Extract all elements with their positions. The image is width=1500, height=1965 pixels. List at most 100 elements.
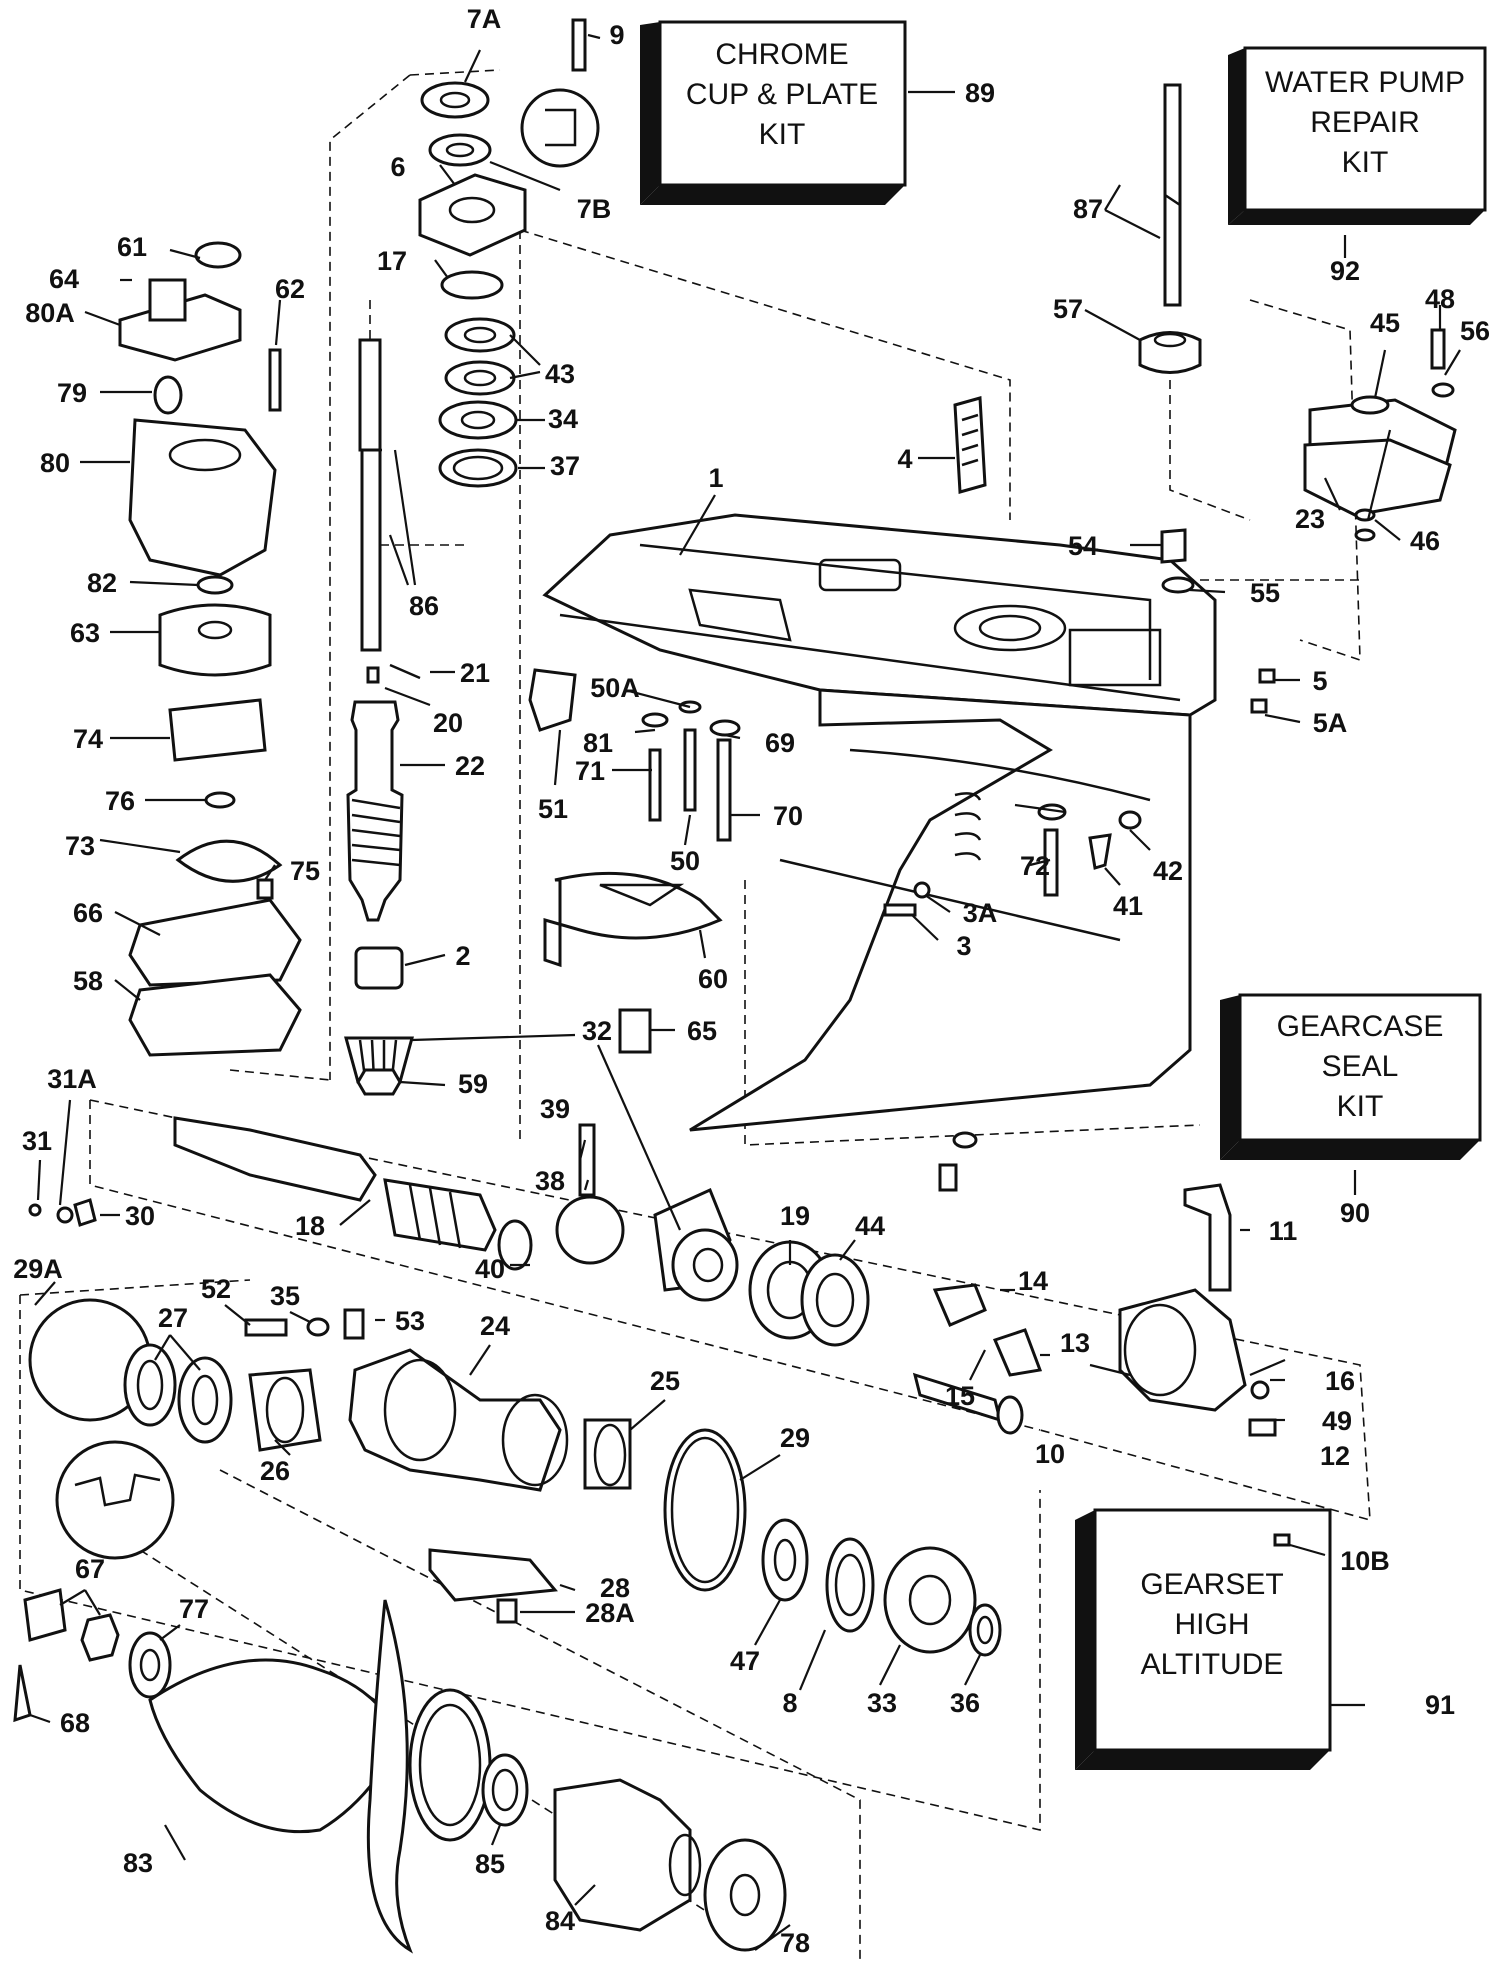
callout-38: 38	[535, 1166, 565, 1196]
callout-83: 83	[123, 1848, 153, 1878]
kit-text-line: REPAIR	[1310, 106, 1419, 139]
callout-8: 8	[782, 1688, 797, 1718]
callout-43: 43	[545, 359, 575, 389]
callout-62: 62	[275, 274, 305, 304]
callout-75: 75	[290, 856, 320, 886]
kit-text-line: KIT	[1342, 146, 1389, 179]
callout-4: 4	[897, 444, 912, 474]
callout-64: 64	[49, 264, 79, 294]
callout-9: 9	[609, 20, 624, 50]
callout-80: 80	[40, 448, 70, 478]
callout-18: 18	[295, 1211, 325, 1241]
callout-63: 63	[70, 618, 100, 648]
water-pump-assembly	[118, 241, 302, 1057]
callout-66: 66	[73, 898, 103, 928]
callout-40: 40	[475, 1254, 505, 1284]
callout-29A: 29A	[13, 1254, 63, 1284]
callout-7A: 7A	[467, 4, 502, 34]
kit-text-line: HIGH	[1175, 1608, 1250, 1641]
shim-stack	[418, 18, 600, 488]
callout-52: 52	[201, 1274, 231, 1304]
callout-69: 69	[765, 728, 795, 758]
callout-44: 44	[855, 1211, 885, 1241]
callout-56: 56	[1460, 316, 1490, 346]
callout-32: 32	[582, 1016, 612, 1046]
kit-text-line: GEARCASE	[1277, 1010, 1444, 1043]
reverse-gear-stack	[761, 1518, 1002, 1657]
callout-54: 54	[1068, 531, 1098, 561]
callout-41-upper: 41	[1113, 891, 1143, 921]
propeller-group	[13, 1588, 787, 1954]
callout-82: 82	[87, 568, 117, 598]
callout-22: 22	[455, 751, 485, 781]
callout-57: 57	[1053, 294, 1083, 324]
callout-79: 79	[57, 378, 87, 408]
callout-27: 27	[158, 1303, 188, 1333]
callout-29: 29	[780, 1423, 810, 1453]
callout-25: 25	[650, 1366, 680, 1396]
callout-80A: 80A	[25, 298, 75, 328]
callout-20: 20	[433, 708, 463, 738]
kit-text-line: GEARSET	[1140, 1568, 1283, 1601]
callout-65: 65	[687, 1016, 717, 1046]
callout-10B: 10B	[1340, 1546, 1390, 1576]
callout-28: 28	[600, 1573, 630, 1603]
callout-5A: 5A	[1313, 708, 1348, 738]
callout-34: 34	[548, 404, 578, 434]
callout-5: 5	[1312, 666, 1327, 696]
pump-housing-right	[953, 83, 1457, 714]
studs-and-bolts	[528, 668, 1142, 1192]
callout-17: 17	[377, 246, 407, 276]
callout-33: 33	[867, 1688, 897, 1718]
callout-74: 74	[73, 724, 103, 754]
callout-23: 23	[1295, 504, 1325, 534]
callout-58: 58	[73, 966, 103, 996]
callout-14: 14	[1018, 1266, 1048, 1296]
prop-shaft-fasteners	[28, 1198, 97, 1227]
callout-16: 16	[1325, 1366, 1355, 1396]
callout-49: 49	[1322, 1406, 1352, 1436]
callout-35: 35	[270, 1281, 300, 1311]
callout-50: 50	[670, 846, 700, 876]
kit-text-line: CUP & PLATE	[686, 78, 878, 111]
callout-30: 30	[125, 1201, 155, 1231]
callout-51: 51	[538, 794, 568, 824]
callout-15: 15	[945, 1381, 975, 1411]
callout-26: 26	[260, 1456, 290, 1486]
callout-47: 47	[730, 1646, 760, 1676]
callout-87: 87	[1073, 194, 1103, 224]
callout-89: 89	[965, 78, 995, 108]
kit-text-line: SEAL	[1322, 1050, 1399, 1083]
callout-86: 86	[409, 591, 439, 621]
callout-3: 3	[956, 931, 971, 961]
callout-77: 77	[179, 1594, 209, 1624]
drive-shaft-assembly	[344, 338, 421, 1096]
callout-68: 68	[60, 1708, 90, 1738]
callout-11: 11	[1269, 1216, 1298, 1246]
callout-76: 76	[105, 786, 135, 816]
callout-28A: 28A	[585, 1598, 635, 1628]
kit-text-line: KIT	[1337, 1090, 1384, 1123]
callout-61: 61	[117, 232, 147, 262]
callout-50A: 50A	[590, 673, 640, 703]
callout-48: 48	[1425, 284, 1455, 314]
callout-10: 10	[1035, 1439, 1065, 1469]
callout-78: 78	[780, 1928, 810, 1958]
callout-1: 1	[708, 463, 723, 493]
callout-12: 12	[1320, 1441, 1350, 1471]
callout-37: 37	[550, 451, 580, 481]
kit-text-line: KIT	[759, 118, 806, 151]
callout-7B: 7B	[577, 194, 612, 224]
callout-3A: 3A	[963, 898, 998, 928]
kit-text-line: ALTITUDE	[1141, 1648, 1284, 1681]
gearcase-housing	[542, 513, 1217, 1132]
callout-60: 60	[698, 964, 728, 994]
callout-55: 55	[1250, 578, 1280, 608]
kit-box-gearcase-seal: GEARCASE SEAL KIT	[1220, 993, 1482, 1160]
callout-31: 31	[22, 1126, 52, 1156]
callout-73: 73	[65, 831, 95, 861]
kit-text-line: CHROME	[715, 38, 848, 71]
leader-lines	[29, 33, 1461, 1951]
callout-19: 19	[780, 1201, 810, 1231]
